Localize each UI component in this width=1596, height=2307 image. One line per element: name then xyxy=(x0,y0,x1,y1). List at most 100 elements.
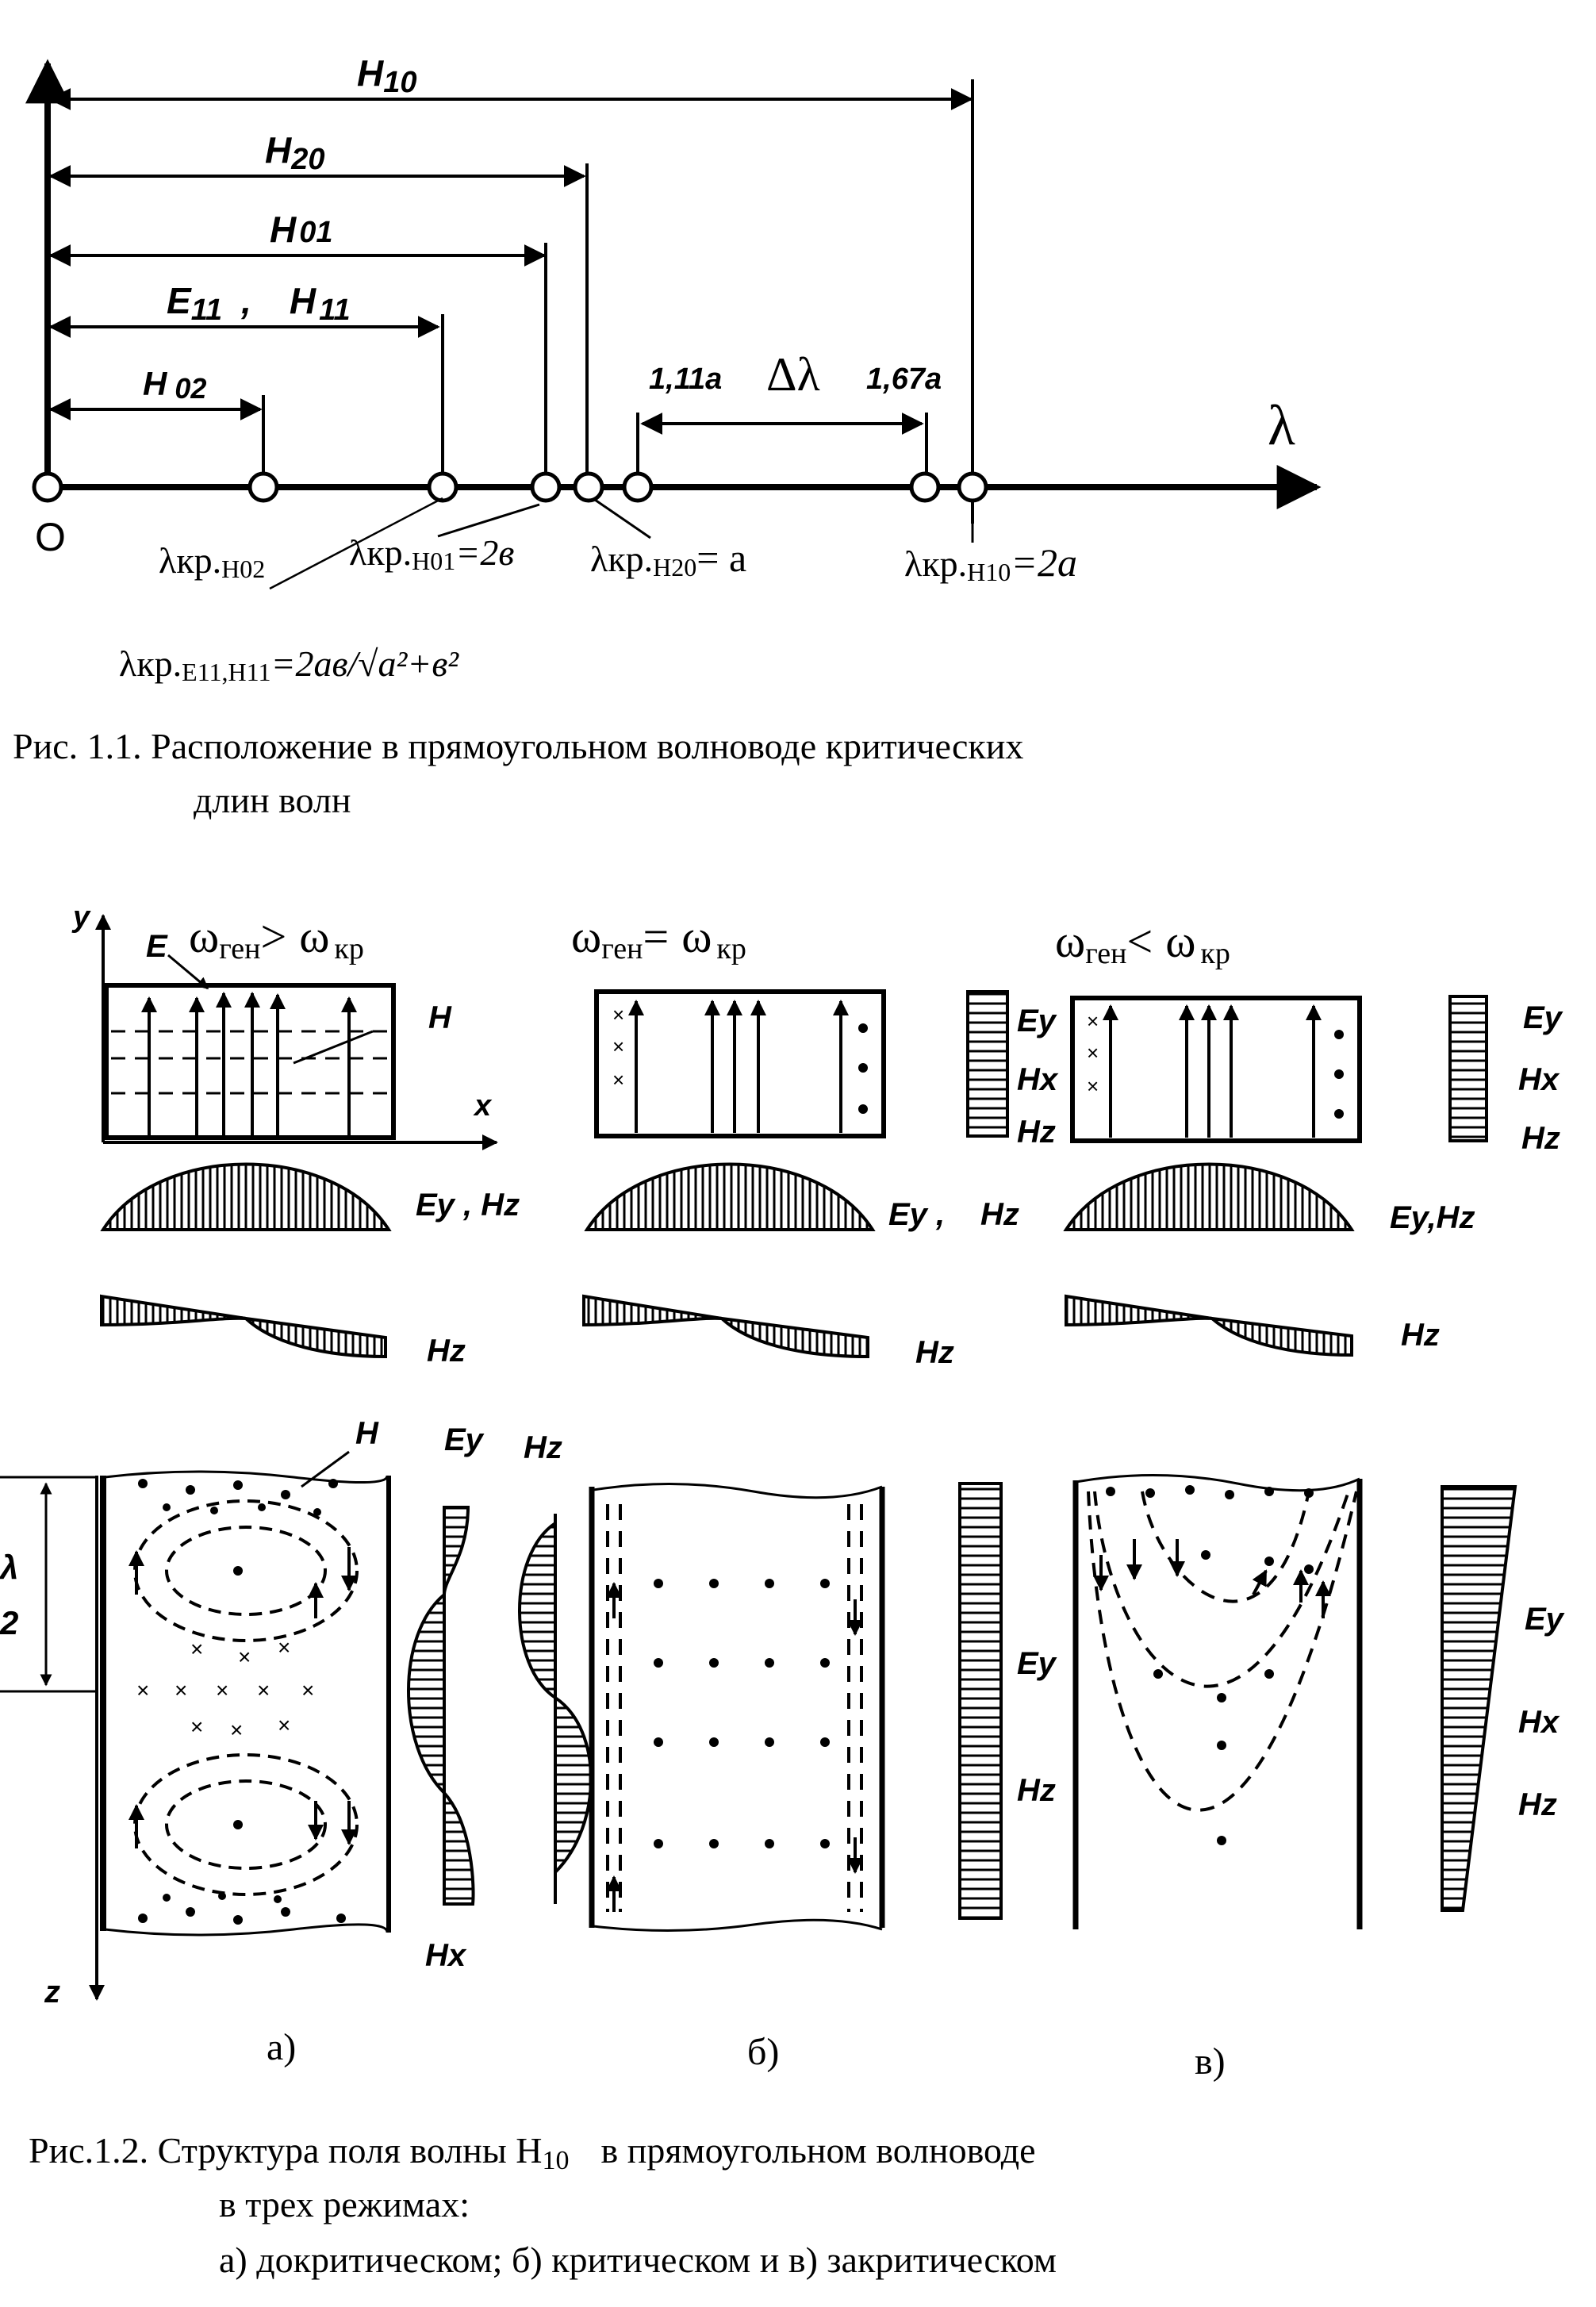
waveguide-section xyxy=(594,989,886,1138)
svg-text:×: × xyxy=(190,1637,203,1661)
label-hz-c: Hz xyxy=(1401,1318,1440,1353)
sublabel-a: а) xyxy=(267,2026,296,2068)
cross-section-b: ××× Ey Hx Hz xyxy=(594,989,1059,1150)
svg-text:×: × xyxy=(1087,1009,1099,1033)
svg-text:×: × xyxy=(175,1678,187,1702)
crit-point-h20 xyxy=(573,471,604,503)
svg-text:×: × xyxy=(278,1713,290,1737)
label-hz-b2: Hz xyxy=(915,1335,954,1370)
z-axis-label: z xyxy=(44,1975,60,2010)
hz-distributions: Hz Hz Hz xyxy=(100,1294,1440,1370)
svg-text:×: × xyxy=(216,1678,228,1702)
cross-section-c: ××× Ey Hx Hz xyxy=(1070,995,1563,1156)
label-ey-long-c: Ey xyxy=(1525,1602,1565,1637)
svg-text:×: × xyxy=(612,1035,624,1058)
svg-text:×: × xyxy=(136,1678,149,1702)
label-hx: Hx xyxy=(1518,1062,1560,1097)
hz-longitudinal-curve: Hz Hx xyxy=(425,1430,593,1973)
label-hz-long-b: Hz xyxy=(1017,1773,1056,1808)
label-hz-a: Hz xyxy=(427,1334,466,1368)
crit-h02-label: λкр.H02 xyxy=(159,540,265,583)
label-ey: Ey xyxy=(1017,1004,1057,1038)
crit-h01-label: λкр.H01=2в xyxy=(349,532,514,575)
label-ey-long-b: Ey xyxy=(1017,1646,1057,1681)
ey-hz-distributions: Ey , Hz Ey , Hz Ey,Hz xyxy=(100,1162,1475,1235)
label-hx-long-c: Hx xyxy=(1518,1705,1560,1740)
label-h-long: H xyxy=(355,1416,379,1451)
label-hx: Hx xyxy=(1017,1062,1059,1097)
ey-longitudinal-curve: Ey xyxy=(407,1422,485,1906)
sublabel-b: б) xyxy=(747,2031,779,2073)
longitudinal-view-c: Ey Hx Hz xyxy=(1072,1473,1565,1929)
svg-text:×: × xyxy=(230,1718,243,1742)
label-ey: Ey xyxy=(1523,1000,1563,1035)
cross-section-a: y x E H xyxy=(71,900,498,1150)
leader-h20 xyxy=(594,498,651,539)
h-pointer xyxy=(301,1450,350,1488)
y-axis-label: y xyxy=(71,900,91,934)
crit-h20-label: λкр.H20= a xyxy=(590,535,746,582)
uniform-field-bar xyxy=(1448,995,1488,1142)
e-pointer xyxy=(167,954,209,990)
label-h20: H20 xyxy=(265,129,325,176)
fig2-caption-line3: а) докритическом; б) критическом и в) за… xyxy=(219,2240,1057,2280)
mode-span-e11-h11 xyxy=(48,314,444,476)
svg-text:×: × xyxy=(612,1068,624,1092)
mode-span-h01 xyxy=(48,243,547,476)
label-h: H xyxy=(428,1000,452,1035)
leader-e11 xyxy=(269,497,443,590)
label-hz-long-c: Hz xyxy=(1518,1787,1557,1822)
origin-label: O xyxy=(35,515,66,559)
svg-text:×: × xyxy=(257,1678,270,1702)
sublabel-c: в) xyxy=(1195,2040,1226,2082)
fig1-caption-line1: Рис. 1.1. Расположение в прямоугольном в… xyxy=(13,726,1023,766)
lambda-axis-label: λ xyxy=(1268,393,1295,457)
label-hz: Hz xyxy=(1017,1115,1056,1150)
label-h10: H10 xyxy=(357,52,417,99)
h-pointer xyxy=(293,1030,374,1065)
x-axis-label: x xyxy=(473,1089,493,1123)
crit-point-e11-h11 xyxy=(427,471,458,503)
uniform-field-bar xyxy=(966,990,1009,1138)
crit-h10-label: λкр.H10=2a xyxy=(904,540,1077,586)
label-hx-long: Hx xyxy=(425,1938,467,1973)
uniform-field-bar-long xyxy=(958,1482,1003,1920)
longitudinal-view-b: Ey Hz xyxy=(589,1482,1057,1933)
crit-e11-h11-label: λкр.E11,H11=2aв/√a²+в² xyxy=(119,643,459,686)
delta-lambda-label: Δλ xyxy=(766,348,820,401)
leader-h01 xyxy=(437,503,540,538)
label-ey-long: Ey xyxy=(444,1422,485,1457)
crit-point-h02 xyxy=(247,471,279,503)
origin-point xyxy=(32,471,63,503)
svg-text:×: × xyxy=(278,1635,290,1660)
mode-span-h02 xyxy=(48,395,265,476)
label-ey-hz-a: Ey , Hz xyxy=(416,1188,520,1223)
label-ey-b: Ey , xyxy=(888,1197,945,1232)
band-left-label: 1,11a xyxy=(649,363,722,396)
label-hz-long: Hz xyxy=(524,1430,562,1465)
svg-text:×: × xyxy=(238,1645,251,1669)
half-lambda-num: λ xyxy=(0,1549,18,1586)
label-ey-hz-c: Ey,Hz xyxy=(1390,1200,1475,1235)
mode-span-h20 xyxy=(48,163,589,476)
half-lambda-den: 2 xyxy=(0,1604,18,1641)
waveguide-section xyxy=(104,983,396,1140)
crit-point-band-start xyxy=(622,471,654,503)
svg-text:×: × xyxy=(1087,1074,1099,1098)
decaying-field-wedge xyxy=(1441,1485,1517,1912)
label-hz: Hz xyxy=(1521,1121,1560,1156)
band-right-label: 1,67a xyxy=(866,363,942,396)
fig2-caption-line2: в трех режимах: xyxy=(219,2184,470,2224)
crit-point-band-end xyxy=(909,471,941,503)
longitudinal-view-a: z λ 2 xyxy=(0,1416,593,2010)
